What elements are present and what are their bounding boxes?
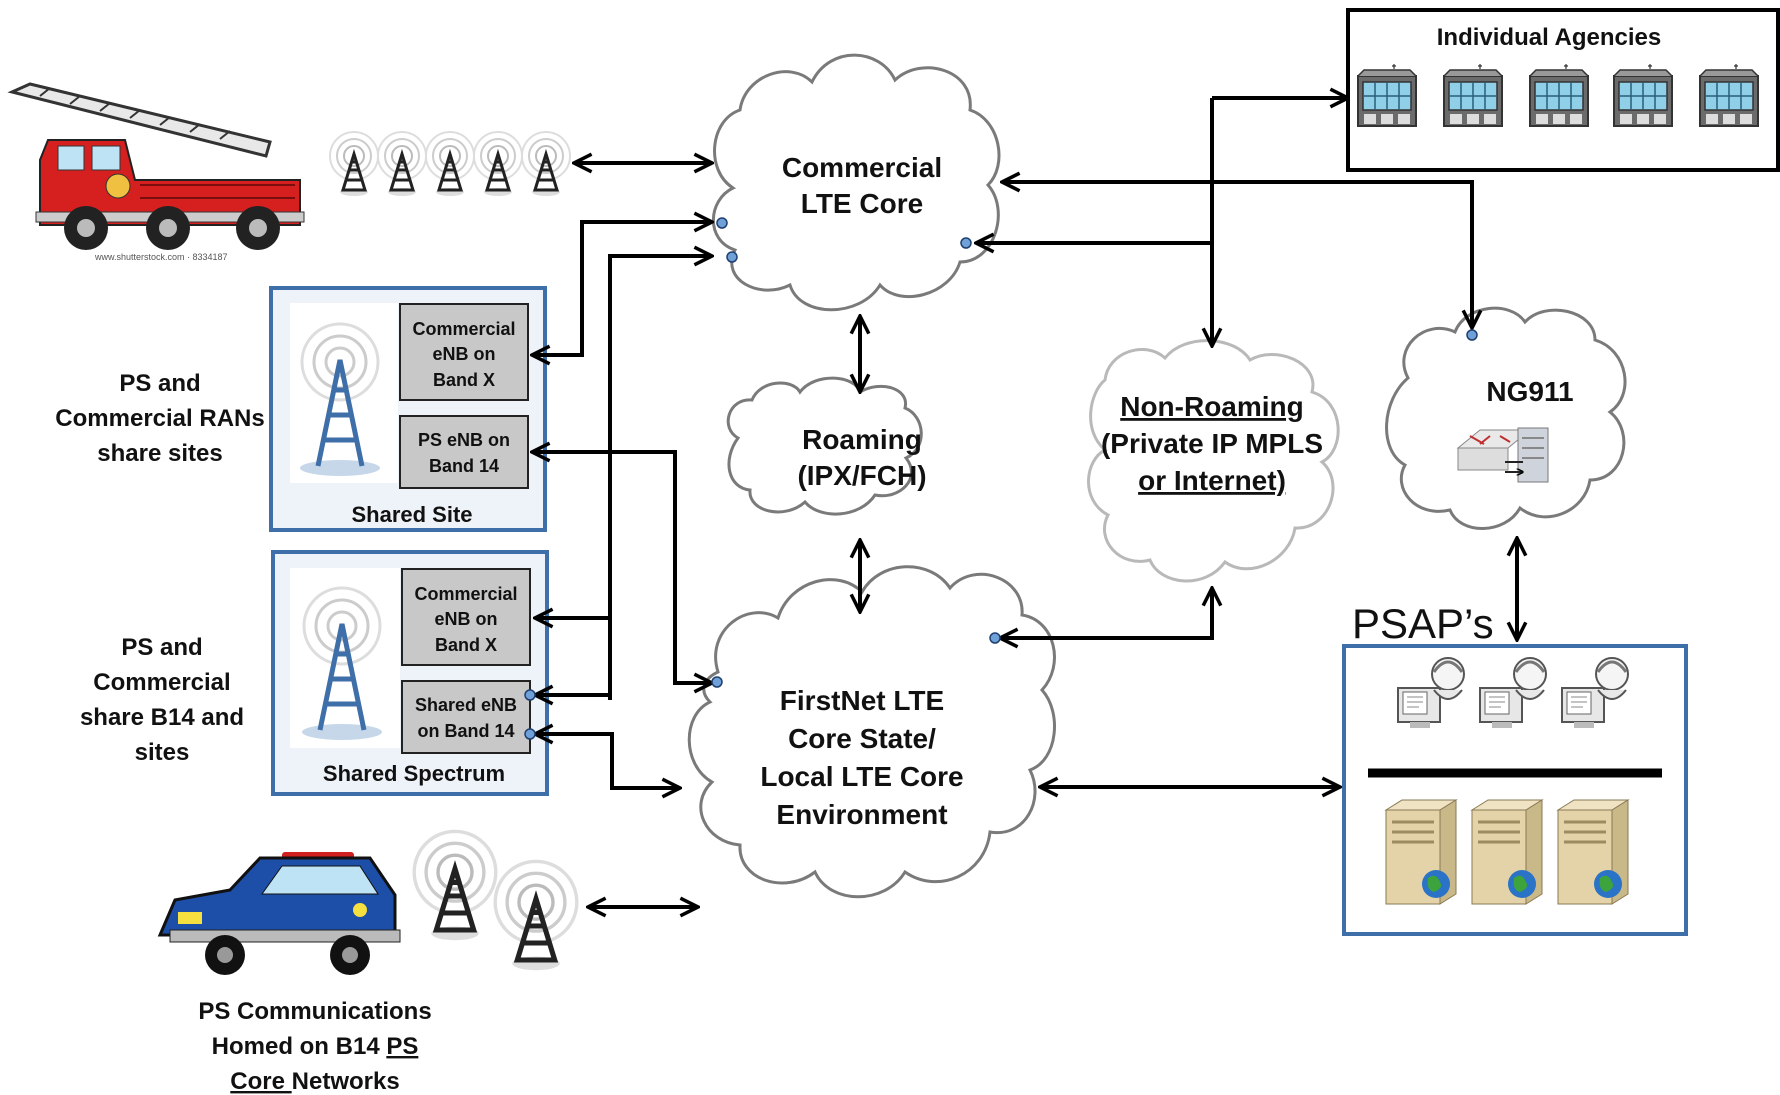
shared-spectrum-box1-line3: Band X	[435, 635, 497, 655]
police-car-icon	[157, 852, 401, 975]
shared-site-box1-line3: Band X	[433, 370, 495, 390]
psap-box	[1342, 644, 1688, 936]
firstnet-label-1: FirstNet LTE	[780, 685, 944, 716]
shared-spectrum-box1-line2: eNB on	[435, 609, 498, 629]
shared-site-box2-line2: Band 14	[429, 456, 499, 476]
ps-comm-line3-b: Networks	[292, 1068, 400, 1095]
server-icon	[1470, 798, 1544, 906]
agency-building-icon	[1357, 63, 1417, 127]
ps-b14-line1: PS and	[121, 634, 202, 661]
commercial-lte-core-label-2: LTE Core	[801, 188, 923, 219]
firstnet-label-4: Environment	[776, 799, 947, 830]
psap-title: PSAP’s	[1352, 600, 1494, 647]
shared-site-box2-line1: PS eNB on	[418, 430, 510, 450]
shared-spectrum-box1-line1: Commercial	[414, 584, 517, 604]
connection-dot	[1466, 329, 1478, 341]
ps-b14-line4: sites	[135, 739, 190, 766]
shared-site-box1-line1: Commercial	[412, 319, 515, 339]
ps-b14-line2: Commercial	[93, 669, 230, 696]
ps-comm-line1: PS Communications	[198, 998, 431, 1025]
agency-building-icon	[1613, 63, 1673, 127]
ps-comm-line2-a: Homed on B14	[212, 1033, 387, 1060]
shared-spectrum-box2-line1: Shared eNB	[415, 695, 517, 715]
connection-dot	[716, 217, 728, 229]
shared-spectrum-box2-line2: on Band 14	[417, 721, 514, 741]
connectors	[532, 98, 1517, 907]
connection-dot	[960, 237, 972, 249]
watermark: www.shutterstock.com · 8334187	[94, 252, 228, 262]
connection-dot	[726, 251, 738, 263]
roaming-label-2: (IPX/FCH)	[797, 460, 926, 491]
ps-b14-label: PS and Commercial share B14 and sites	[80, 634, 244, 766]
arrow-spectrum-commercial	[608, 256, 712, 700]
firstnet-label-2: Core State/	[788, 723, 936, 754]
ng911-cloud: NG911	[1385, 306, 1627, 530]
connection-dots	[524, 217, 1478, 740]
connection-dot	[711, 676, 723, 688]
arrow-commercial-ng911	[1002, 182, 1472, 328]
ps-comm-line3: Core Networks	[230, 1068, 399, 1095]
shared-spectrum-caption: Shared Spectrum	[323, 761, 505, 786]
server-icon	[1384, 798, 1458, 906]
ps-comm-line2-b: PS	[386, 1033, 418, 1060]
router-server-icon	[1456, 427, 1549, 483]
arrow-site-commercial	[532, 222, 712, 355]
tower-icon	[472, 130, 524, 198]
shared-spectrum-box: Commercial eNB on Band X Shared eNB on B…	[271, 550, 549, 796]
ps-ran-line2: Commercial RANs	[55, 405, 264, 432]
agency-building-icon	[1699, 63, 1759, 127]
commercial-lte-core-cloud: Commercial LTE Core	[711, 53, 1001, 312]
connection-dot	[524, 689, 536, 701]
tower-row-top	[328, 130, 572, 198]
ps-ran-line3: share sites	[97, 440, 222, 467]
arrow-firstnet-mpls	[1000, 588, 1212, 638]
ps-ran-line1: PS and	[119, 370, 200, 397]
tower-icon	[414, 831, 496, 940]
non-roaming-label-1: Non-Roaming	[1120, 391, 1304, 422]
arrow-site-firstnet	[532, 452, 712, 683]
tower-icon	[424, 130, 476, 198]
ps-comm-label: PS Communications Homed on B14 PS Core N…	[198, 998, 431, 1095]
shared-site-box1-line2: eNB on	[433, 344, 496, 364]
agencies-title: Individual Agencies	[1437, 24, 1662, 51]
ps-ran-label: PS and Commercial RANs share sites	[55, 370, 264, 467]
non-roaming-cloud: Non-Roaming (Private IP MPLS or Internet…	[1087, 339, 1340, 583]
roaming-label-1: Roaming	[802, 424, 922, 455]
tower-icon	[495, 861, 577, 970]
ps-comm-line3-a: Core	[230, 1068, 291, 1095]
tower-icon	[376, 130, 428, 198]
firstnet-core-cloud: FirstNet LTE Core State/ Local LTE Core …	[687, 565, 1056, 899]
tower-icon	[300, 322, 380, 476]
connection-dot	[524, 728, 536, 740]
ps-b14-line3: share B14 and	[80, 704, 244, 731]
non-roaming-label-2: (Private IP MPLS	[1101, 428, 1323, 459]
ng911-label: NG911	[1486, 376, 1573, 407]
tower-row-bottom	[414, 831, 577, 970]
firstnet-label-3: Local LTE Core	[760, 761, 963, 792]
agency-building-icon	[1443, 63, 1503, 127]
roaming-cloud: Roaming (IPX/FCH)	[726, 376, 927, 516]
tower-icon	[520, 130, 572, 198]
tower-icon	[328, 130, 380, 198]
tower-icon	[302, 586, 382, 740]
ps-comm-line2: Homed on B14 PS	[212, 1033, 419, 1060]
shared-site-box: Commercial eNB on Band X PS eNB on Band …	[269, 286, 547, 532]
server-icon	[1556, 798, 1630, 906]
individual-agencies-box: Individual Agencies	[1346, 8, 1780, 172]
arrow-b14-firstnet	[535, 734, 680, 788]
agency-building-icon	[1529, 63, 1589, 127]
commercial-lte-core-label-1: Commercial	[782, 152, 942, 183]
non-roaming-label-3: or Internet)	[1138, 465, 1286, 496]
shared-site-caption: Shared Site	[351, 502, 472, 527]
fire-truck-icon: www.shutterstock.com · 8334187	[7, 82, 305, 262]
connection-dot	[989, 632, 1001, 644]
